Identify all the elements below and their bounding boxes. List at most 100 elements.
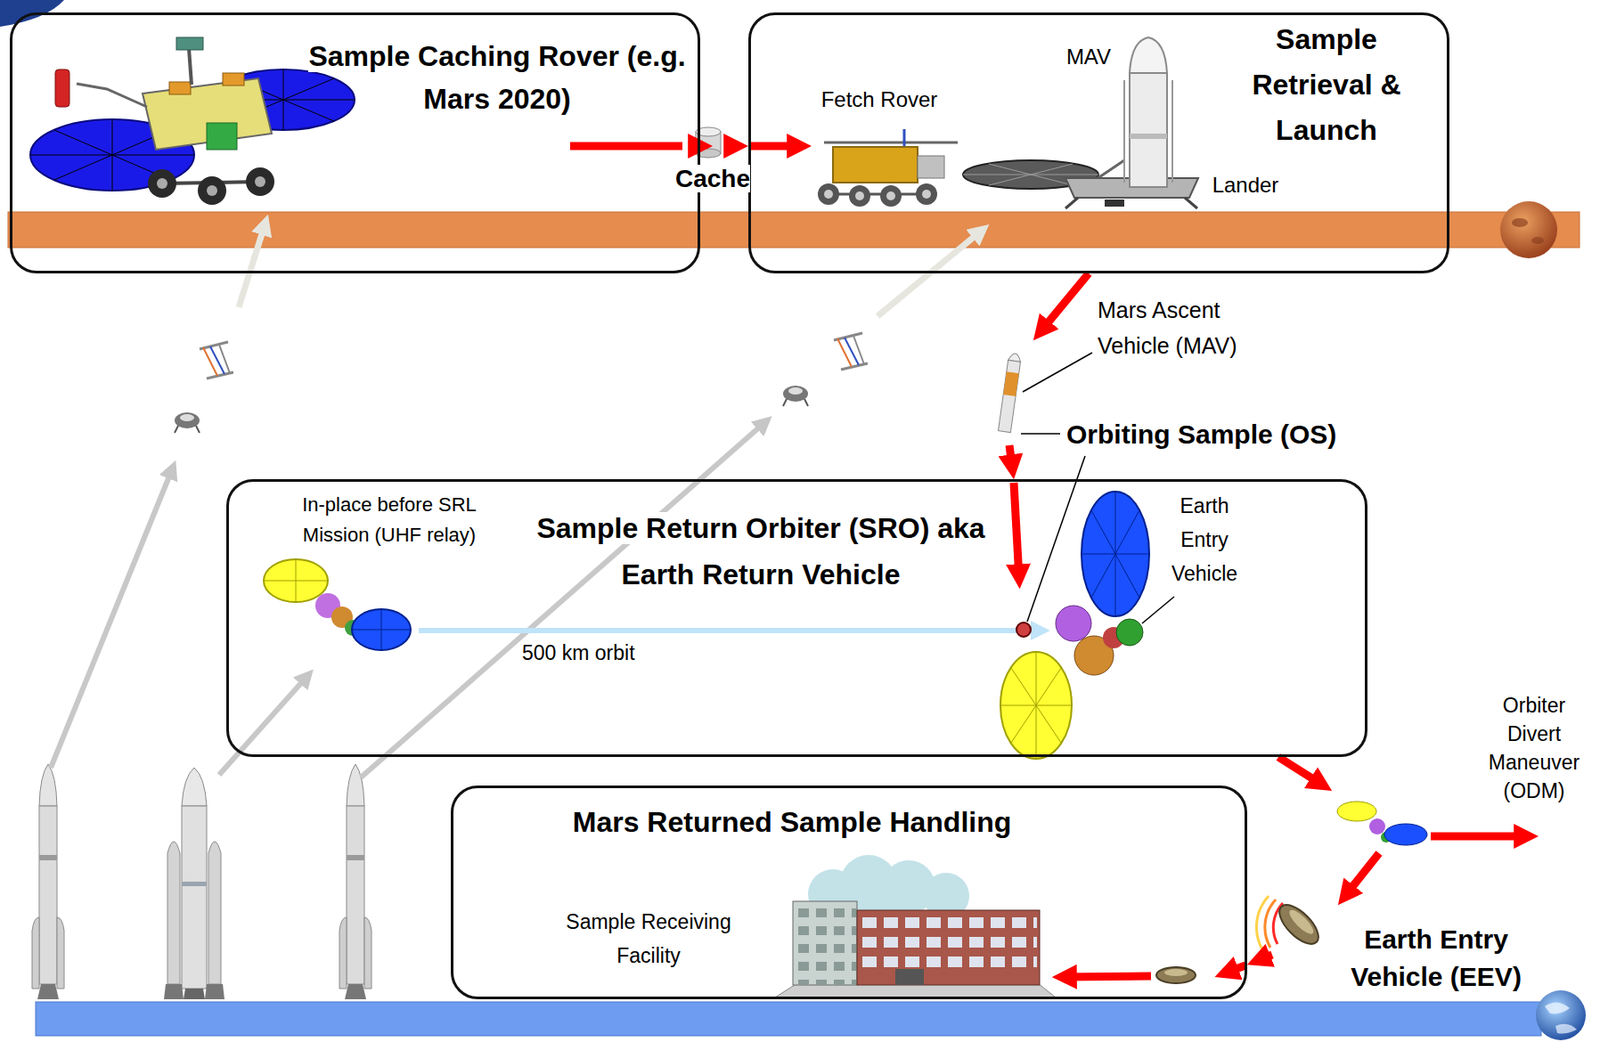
caching-rover — [206, 122, 237, 150]
launch-rocket — [344, 984, 367, 1000]
caching-rover — [245, 167, 275, 196]
fetch-rover — [817, 129, 958, 207]
part-label: In-place before SRL Mission (UHF relay) — [302, 493, 477, 547]
lander-with-mav — [1065, 197, 1078, 209]
entry-capsule — [1273, 898, 1325, 951]
receiving-facility — [860, 914, 1037, 970]
return-orbiter — [1000, 652, 1072, 760]
launch-rocket — [346, 806, 365, 985]
text-frame: Cache — [659, 163, 767, 195]
receiving-facility — [857, 910, 1040, 986]
mars-surface — [1500, 201, 1558, 259]
descent-icon — [853, 335, 865, 365]
text-frame: In-place before SRL Mission (UHF relay) — [277, 489, 501, 551]
launch-rocket — [32, 764, 65, 1000]
caching-rover — [55, 69, 70, 107]
fetch-rover — [824, 189, 833, 199]
receiving-facility — [775, 855, 1056, 998]
descent-icon — [195, 425, 200, 433]
box-title: Sample Caching Rover (e.g. Mars 2020) — [308, 40, 686, 115]
caching-rover — [142, 78, 272, 150]
caching-rover — [147, 169, 177, 198]
lander-with-mav — [988, 163, 1073, 186]
flow-arrow-segment — [1344, 853, 1380, 898]
caching-rover — [197, 176, 227, 205]
launch-rocket — [364, 917, 372, 989]
return-orbiter — [1000, 491, 1150, 760]
entry-capsule — [1164, 969, 1188, 977]
entry-capsule — [1156, 896, 1325, 984]
caching-rover — [169, 81, 191, 95]
launch-rocket — [32, 917, 40, 989]
ascent-vehicle — [1003, 371, 1019, 397]
earth-surface — [1555, 1024, 1577, 1035]
return-orbiter — [1116, 619, 1143, 646]
entry-capsule — [1286, 906, 1317, 938]
caching-rover — [156, 178, 168, 189]
launch-rocket — [181, 767, 207, 807]
mars-surface — [8, 201, 1580, 259]
leader-line — [1020, 432, 1061, 435]
orbit-path — [418, 628, 1043, 634]
relay-orbiter — [295, 559, 297, 603]
launch-rocket — [346, 764, 365, 807]
flow-arrow-segment — [1039, 273, 1089, 334]
part-label: MAV — [1066, 44, 1111, 69]
diverting-orbiter — [1369, 818, 1386, 835]
descent-icon — [174, 425, 179, 433]
lander-with-mav — [1184, 197, 1198, 209]
lander-with-mav — [988, 163, 1073, 186]
entry-capsule — [1273, 898, 1325, 951]
launch-path — [219, 675, 309, 776]
part-label: Orbiter Divert Maneuver (ODM) — [1488, 693, 1580, 803]
lander-with-mav — [1129, 73, 1168, 188]
text-frame: Earth Entry Vehicle — [1155, 489, 1254, 591]
flow-arrow — [1256, 757, 1380, 962]
launch-rocket — [163, 767, 225, 1000]
launch-rocket — [346, 855, 365, 861]
return-orbiter — [1091, 510, 1140, 598]
return-orbiter — [1081, 491, 1150, 617]
text-frame: 500 km orbit — [522, 639, 701, 667]
text-frame: MAV — [1053, 42, 1125, 71]
fetch-rover — [922, 189, 931, 199]
launch-rocket — [39, 806, 58, 985]
flow-arrow-segment — [700, 142, 703, 151]
text-frame: Orbiting Sample (OS) — [1066, 416, 1405, 452]
leader-line — [1020, 352, 1175, 624]
box-title: Mars Returned Sample Handling — [572, 806, 1013, 839]
relay-orbiter — [351, 609, 411, 651]
text-frame: Orbiter Divert Maneuver (ODM) — [1480, 691, 1588, 806]
launch-rocket — [208, 841, 221, 985]
text-frame: Mars Returned Sample Handling — [506, 802, 1078, 842]
caching-rover — [76, 83, 147, 107]
earth-surface — [35, 1002, 1542, 1037]
mars-surface — [1511, 218, 1528, 228]
receiving-facility — [895, 969, 924, 986]
caching-rover — [222, 73, 245, 86]
caching-rover — [254, 176, 266, 188]
return-orbiter — [1016, 622, 1031, 637]
edge-label: Cache — [675, 164, 751, 193]
red-flow-arrow — [1013, 482, 1020, 580]
relay-orbiter — [263, 559, 411, 651]
text-frame: Sample Receiving Facility — [546, 905, 752, 973]
caching-rover — [188, 48, 192, 85]
launch-rocket — [163, 984, 184, 1000]
earth-surface — [1535, 990, 1586, 1041]
fetch-rover — [848, 185, 871, 207]
fetch-rover — [880, 185, 902, 207]
fetch-rover — [915, 183, 938, 205]
red-flow-arrow — [1224, 965, 1246, 974]
fetch-rover — [817, 183, 840, 205]
stage-box: Sample Return Orbiter (SRO) aka Earth Re… — [226, 479, 1368, 758]
part-label: Earth Entry Vehicle — [1171, 494, 1238, 586]
flow-arrow — [700, 146, 739, 147]
part-label: 500 km orbit — [522, 641, 636, 665]
red-flow-arrow — [1430, 832, 1529, 841]
launch-path — [238, 222, 266, 308]
diverting-orbiter — [1337, 801, 1377, 822]
launch-path — [360, 421, 767, 778]
box-title: Sample Return Orbiter (SRO) aka Earth Re… — [536, 512, 985, 591]
